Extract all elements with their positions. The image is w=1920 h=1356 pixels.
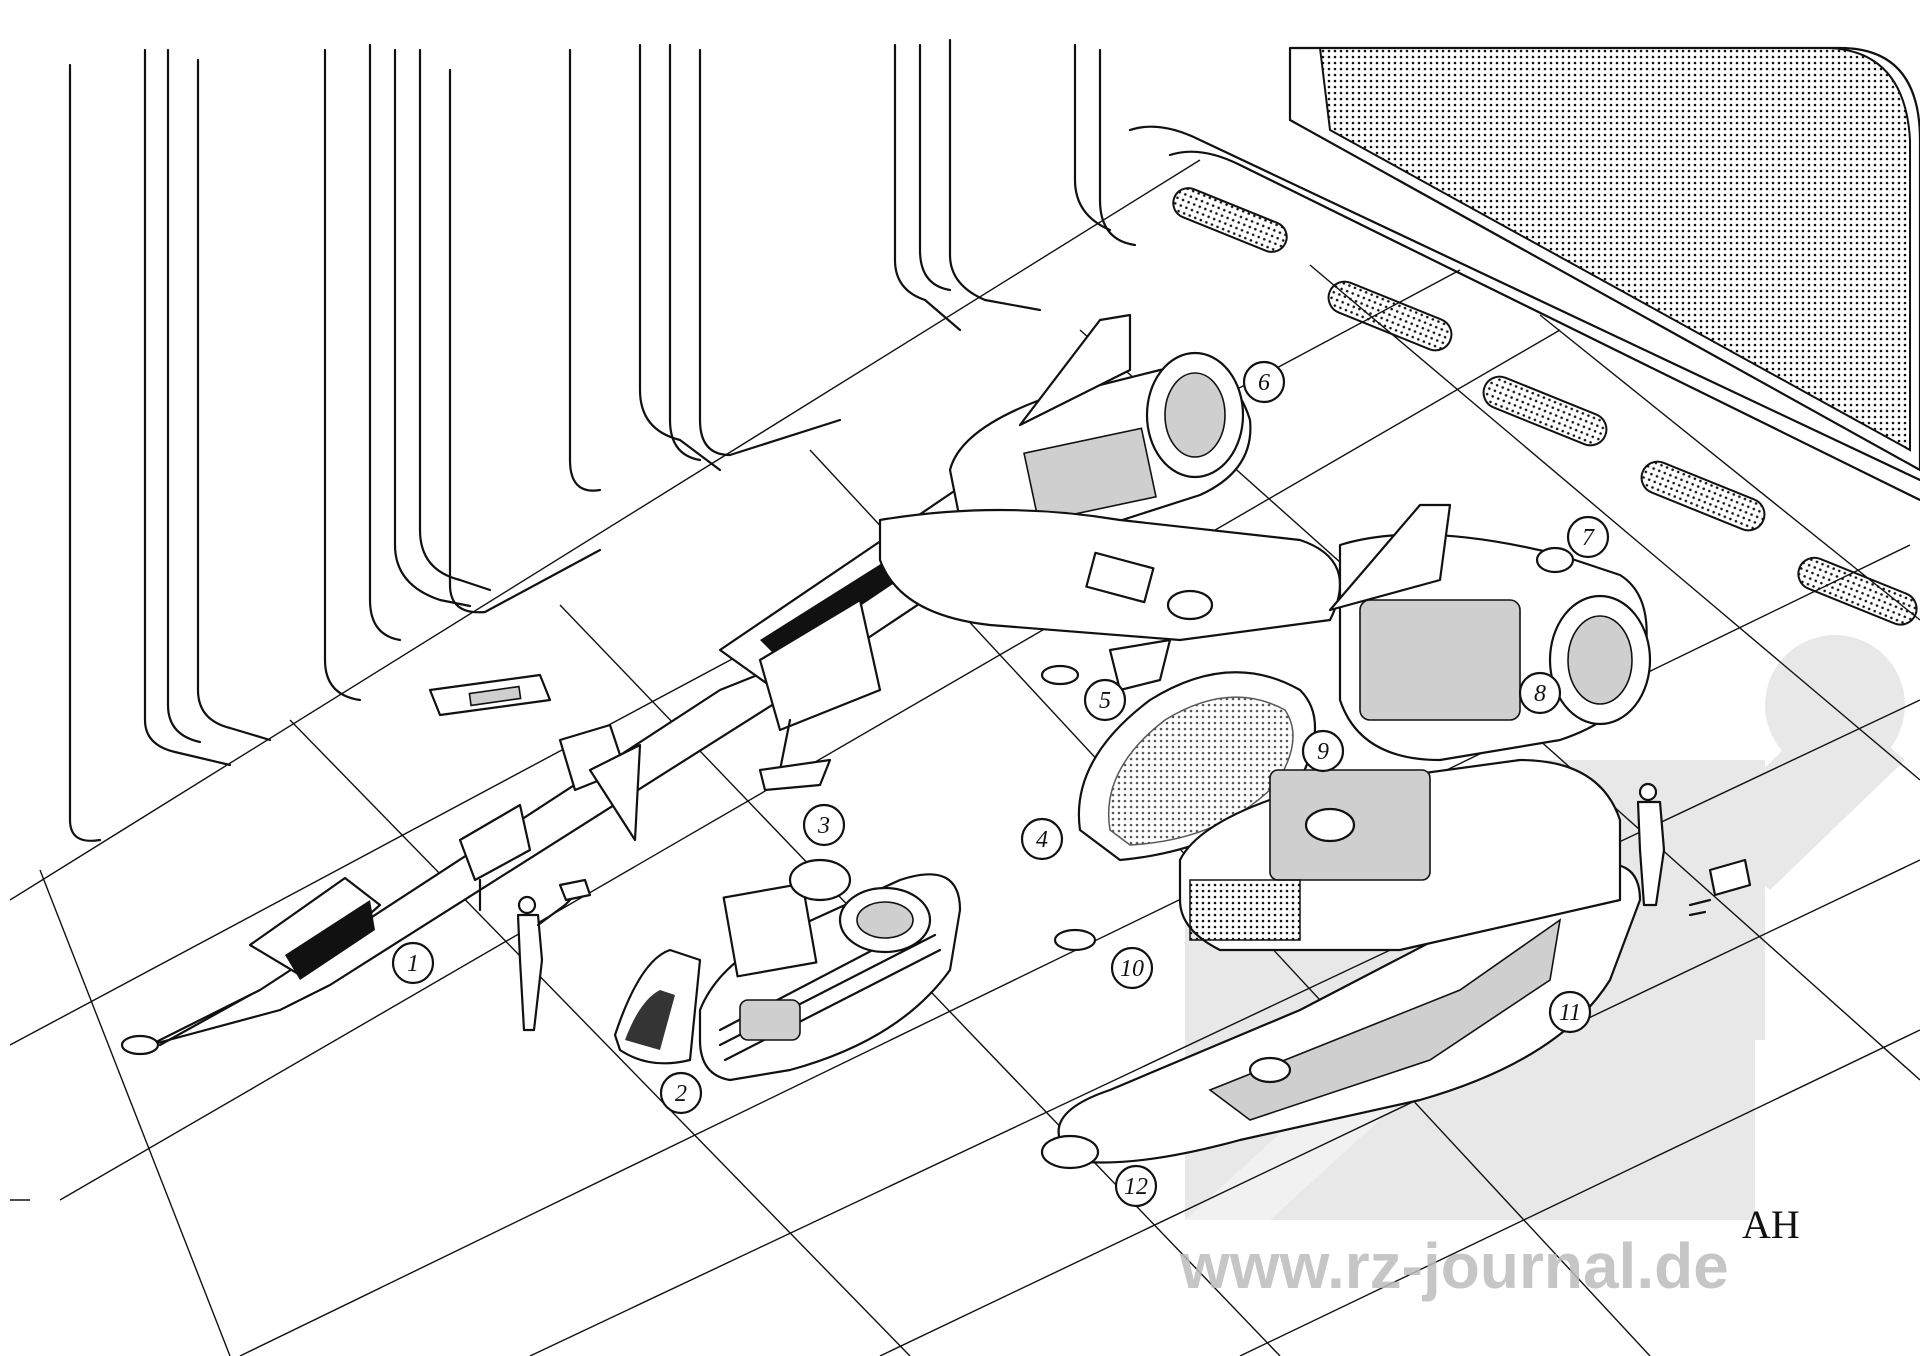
callout-circle: [802, 803, 846, 847]
callout-number: 5: [1099, 688, 1111, 714]
callout-1: 1: [391, 941, 435, 985]
callout-6: 6: [1242, 360, 1286, 404]
hangar-wall-curtains: [68, 38, 1137, 842]
callout-circle: [1242, 360, 1286, 404]
callout-circle: [1114, 1164, 1158, 1208]
crew-figure-left: [516, 878, 592, 1032]
crew-figure-right: [1636, 782, 1666, 907]
watermark-url: www.rz-journal.de: [1179, 1230, 1729, 1302]
callout-number: 6: [1258, 370, 1270, 396]
callout-4: 4: [1020, 817, 1064, 861]
callout-circle: [1110, 946, 1154, 990]
floor-crate: [428, 673, 552, 717]
callout-10: 10: [1110, 946, 1154, 990]
callout-circle: [391, 941, 435, 985]
callout-circle: [659, 1071, 703, 1115]
callout-number: 12: [1124, 1174, 1148, 1200]
callout-circle: [1548, 990, 1592, 1034]
service-vehicle: [613, 858, 962, 1082]
callout-8: 8: [1518, 671, 1562, 715]
callout-number: 4: [1036, 827, 1048, 853]
callout-circle: [1566, 515, 1610, 559]
callout-circle: [1301, 729, 1345, 773]
callout-3: 3: [802, 803, 846, 847]
callout-12: 12: [1114, 1164, 1158, 1208]
callout-number: 8: [1534, 681, 1546, 707]
callout-2: 2: [659, 1071, 703, 1115]
callout-number: 2: [675, 1081, 687, 1107]
callout-number: 11: [1559, 1000, 1581, 1026]
callout-circle: [1518, 671, 1562, 715]
callout-11: 11: [1548, 990, 1592, 1034]
callout-number: 3: [817, 813, 830, 839]
callout-circle: [1083, 678, 1127, 722]
spacecraft: [120, 313, 1652, 1170]
callout-number: 10: [1120, 956, 1144, 982]
callout-number: 9: [1317, 739, 1329, 765]
floor-vent-slots: [1172, 187, 1918, 626]
callout-9: 9: [1301, 729, 1345, 773]
artist-signature: AH: [1742, 1202, 1800, 1247]
callout-number: 7: [1582, 525, 1595, 551]
toolbox: [1688, 858, 1752, 917]
callout-7: 7: [1566, 515, 1610, 559]
callout-5: 5: [1083, 678, 1127, 722]
callout-number: 1: [407, 951, 419, 977]
callout-circle: [1020, 817, 1064, 861]
